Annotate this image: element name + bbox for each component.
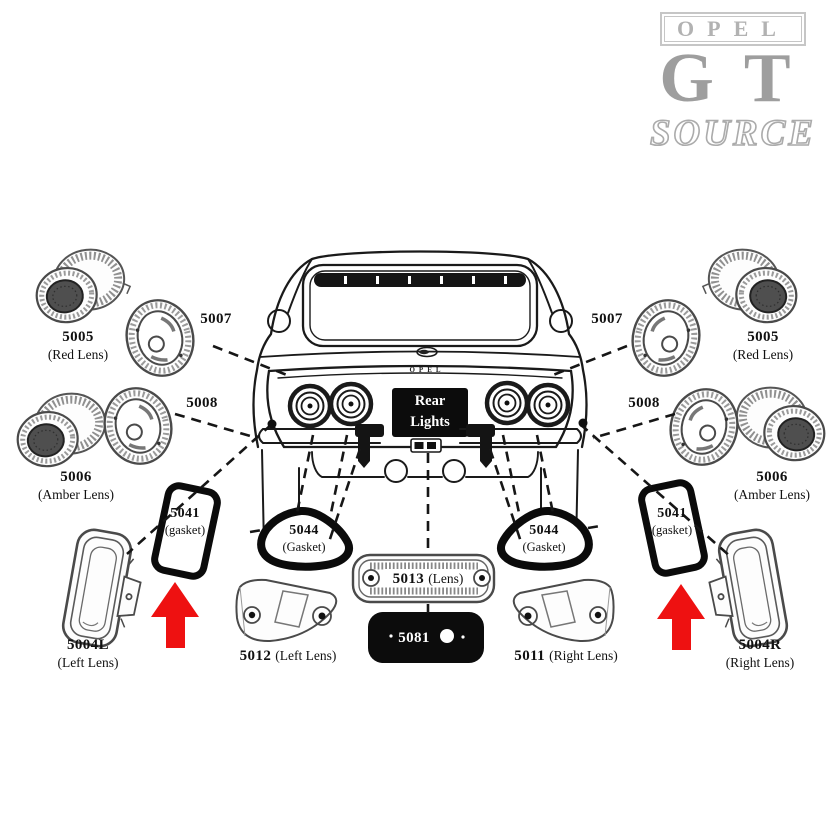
corner-lens-5004R [700,525,791,653]
red-arrow-right [657,584,705,650]
source-logo-text: SOURCE [649,112,817,154]
gasket-5041-left [151,482,221,580]
lens-5012-left [235,578,338,643]
opel-logo-text: OPEL [664,16,802,43]
label-5011: 5011 (Right Lens) [514,648,618,664]
rear-lights-label: Rear Lights [410,393,450,431]
opel-logo-box: OPEL [660,12,806,47]
label-5006-right: 5006 (Amber Lens) [733,469,811,502]
label-5004L: 5004L (Left Lens) [57,637,119,670]
label-5041-right: 5041 (gasket) [651,506,693,537]
side-marker-dot-right [578,418,588,428]
label-5005-left: 5005 (Red Lens) [47,329,109,362]
side-marker-dot-left [267,419,277,429]
lens-housing-5006-left [13,390,114,469]
label-5008-left: 5008 [186,395,218,411]
label-5012: 5012 (Left Lens) [239,648,337,664]
label-5041-left: 5041 (gasket) [164,506,206,537]
car-opel-script: OPEL [409,366,445,374]
bezel-5007-right [625,293,707,383]
label-5044-right: 5044 (Gasket) [522,523,566,554]
lens-housing-5005-right [700,246,801,325]
label-5007-left: 5007 [200,311,232,327]
label-5013: 5013 (Lens) [392,571,464,587]
label-5004R: 5004R (Right Lens) [725,637,795,670]
red-arrow-left [151,582,199,648]
label-5007-right: 5007 [591,311,623,327]
leader-lines [126,344,732,613]
label-5006-left: 5006 (Amber Lens) [37,469,115,502]
corner-lens-5004L [59,525,150,653]
opel-gt-source-logo: OPEL GT SOURCE [626,12,840,152]
gt-logo-text: GT [659,40,821,118]
trunk-badge [416,346,438,358]
lens-5011-right [512,578,615,643]
bezel-5008-right [663,382,745,472]
gasket-5041-right [638,479,708,577]
taillight-circles [287,380,571,429]
rear-lights-panel [392,388,468,437]
bezel-5007-left [119,293,201,383]
plate-5081 [368,612,484,663]
bezel-5008-left [97,381,179,471]
lens-housing-5006-right [728,384,829,463]
label-5044-left: 5044 (Gasket) [282,523,326,554]
car-rear-drawing [252,250,588,552]
rear-window-vents [344,276,507,284]
lens-housing-5005-left [32,246,133,325]
lens-5013 [351,553,496,604]
label-5081: 5081 [398,630,430,646]
label-5005-right: 5005 (Red Lens) [732,329,794,362]
label-5008-right: 5008 [628,395,660,411]
